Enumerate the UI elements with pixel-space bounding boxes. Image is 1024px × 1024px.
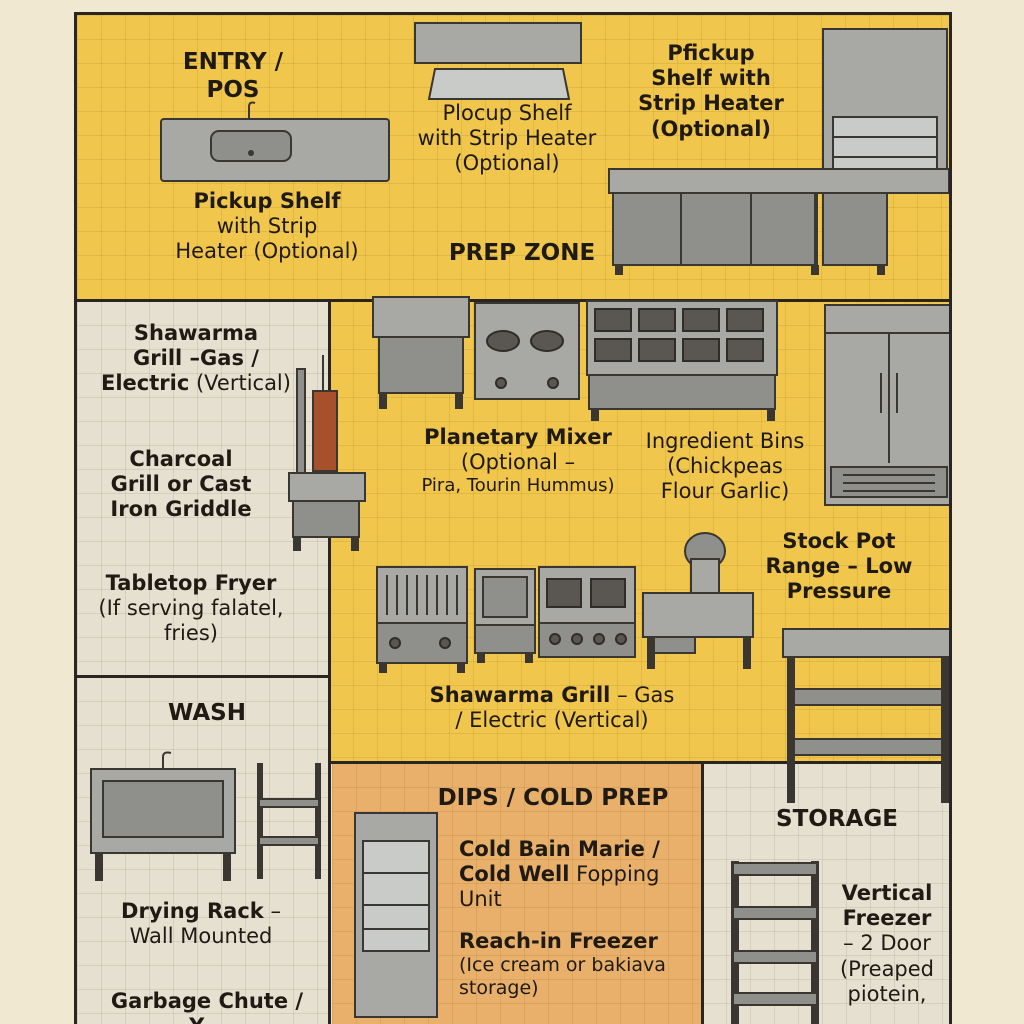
entry-sink-counter <box>160 101 390 182</box>
label-part: Drying Rack <box>121 899 264 923</box>
reach-in-refrigerator <box>824 304 949 506</box>
label-shawarma-grill-left: Shawarma Grill –Gas / Electric (Vertical… <box>91 321 301 397</box>
label-line: Grill or Cast <box>110 472 252 497</box>
zone-label-storage: STORAGE <box>776 806 898 832</box>
label-line: – 2 Door <box>843 931 931 956</box>
zone-label-dips-cold-prep: DIPS / COLD PREP <box>437 785 669 811</box>
label-line: (Optional – <box>460 450 576 475</box>
label-tabletop-fryer: Tabletop Fryer (If serving falatel, frie… <box>91 571 291 647</box>
charbroiler <box>376 566 468 673</box>
wall-storage-divider <box>701 763 704 1024</box>
label-pfickup-shelf: Pfickup Shelf with Strip Heater (Optiona… <box>631 41 791 142</box>
label-part: Electric <box>101 371 190 396</box>
label-part: – Gas <box>610 683 675 707</box>
label-line: Pressure <box>786 579 892 604</box>
wall-lower-divider <box>329 761 949 764</box>
label-cold-bain-marie: Cold Bain Marie / Cold Well Fopping Unit <box>459 837 699 913</box>
label-drying-rack: Drying Rack – Wall Mounted <box>101 899 301 949</box>
label-line: Strip Heater <box>638 91 784 116</box>
label-line: with Strip Heater <box>417 126 597 151</box>
label-line: Y... <box>97 1014 317 1024</box>
label-ingredient-bins: Ingredient Bins (Chickpeas Flour Garlic) <box>643 429 807 505</box>
label-line: Shawarma <box>133 321 259 345</box>
kitchen-floor-plan: ENTRY / POS PREP ZONE WASH DIPS / COLD P… <box>74 12 952 1024</box>
label-line: Wall Mounted <box>129 924 273 949</box>
label-vertical-freezer: Vertical Freezer – 2 Door (Preaped piote… <box>829 881 945 1007</box>
label-garbage-chute: Garbage Chute / Y... <box>97 989 317 1024</box>
label-line: Flour Garlic) <box>660 479 790 504</box>
label-line: Ingredient Bins <box>645 429 805 453</box>
label-part: Fopping Unit <box>459 862 660 912</box>
zone-label-prep-zone: PREP ZONE <box>448 240 596 266</box>
label-line: (If serving falatel, <box>98 596 284 621</box>
wash-sink <box>90 751 236 881</box>
label-line: Pfickup <box>667 41 755 65</box>
label-reach-in-freezer: Reach-in Freezer (Ice cream or bakiava s… <box>459 929 695 1000</box>
label-part: – <box>263 899 281 923</box>
label-line: (Ice cream or bakiava <box>459 954 666 977</box>
label-line: Cold Well Fopping Unit <box>459 862 699 912</box>
label-plocup-shelf: Plocup Shelf with Strip Heater (Optional… <box>407 101 607 177</box>
hot-plate <box>474 302 580 400</box>
label-part: (Vertical) <box>189 371 291 396</box>
storage-shelving <box>731 861 819 1024</box>
label-charcoal-grill: Charcoal Grill or Cast Iron Griddle <box>91 447 271 523</box>
label-line: (Optional) <box>454 151 560 176</box>
label-line: Grill –Gas / <box>133 346 259 371</box>
label-shawarma-grill-center: Shawarma Grill – Gas / Electric (Vertica… <box>417 683 687 733</box>
label-line: piotein, <box>847 981 927 1006</box>
wall-left-divider <box>328 301 331 1024</box>
label-line: Charcoal <box>129 447 233 471</box>
label-line: Drying Rack – <box>101 899 301 924</box>
heater-shelf-hood <box>414 22 582 100</box>
label-line: Plocup Shelf <box>442 101 572 125</box>
storage-zone <box>702 763 949 1024</box>
work-table-shelves <box>782 628 949 803</box>
label-line: Shelf with <box>651 66 771 91</box>
label-line: with Strip <box>216 214 318 239</box>
label-line: Cold Bain Marie / <box>459 837 660 861</box>
wall-top-divider <box>77 299 949 302</box>
ingredient-bins-unit <box>586 300 778 421</box>
zone-label-entry-pos: ENTRY / POS <box>182 49 284 103</box>
label-line: Iron Griddle <box>110 497 252 522</box>
label-line: fries) <box>164 621 218 646</box>
label-stock-pot-range: Stock Pot Range – Low Pressure <box>759 529 919 605</box>
label-line: (Optional) <box>650 116 772 141</box>
vertical-shawarma-grill <box>288 355 366 551</box>
label-line: Freezer <box>842 906 932 931</box>
left-cooking-zone <box>77 301 329 677</box>
reach-in-freezer-unit <box>354 812 438 1018</box>
range-stove <box>538 566 636 658</box>
planetary-mixer-stand <box>642 532 754 669</box>
label-line: Stock Pot <box>782 529 896 553</box>
label-line: / Electric (Vertical) <box>455 708 649 733</box>
prep-workstation <box>372 296 470 409</box>
label-line: Tabletop Fryer <box>105 571 277 595</box>
label-planetary-mixer: Planetary Mixer (Optional – Pira, Tourin… <box>403 425 633 497</box>
tabletop-fryer <box>474 568 536 663</box>
label-line: Garbage Chute / <box>110 989 304 1013</box>
label-line: Electric (Vertical) <box>91 371 301 396</box>
drying-rack <box>257 763 321 879</box>
label-line: Pira, Tourin Hummus) <box>421 475 615 497</box>
label-line: Vertical <box>841 881 933 905</box>
label-part: Shawarma Grill <box>429 683 611 707</box>
label-line: Shawarma Grill – Gas <box>417 683 687 708</box>
label-line: Planetary Mixer <box>424 425 612 449</box>
label-line: Heater (Optional) <box>175 239 359 264</box>
label-line: Pickup Shelf <box>193 189 341 213</box>
prep-counter-cabinets <box>608 168 949 275</box>
label-pickup-shelf-left: Pickup Shelf with Strip Heater (Optional… <box>147 189 387 265</box>
label-line: storage) <box>459 976 539 999</box>
wall-wash-divider <box>77 675 331 678</box>
label-line: (Preaped <box>839 956 935 981</box>
label-line: (Chickpeas <box>667 454 783 479</box>
label-line: Reach-in Freezer <box>459 929 658 953</box>
zone-label-wash: WASH <box>168 700 246 726</box>
label-line: Range – Low <box>765 554 913 579</box>
label-part: Cold Well <box>459 862 570 887</box>
